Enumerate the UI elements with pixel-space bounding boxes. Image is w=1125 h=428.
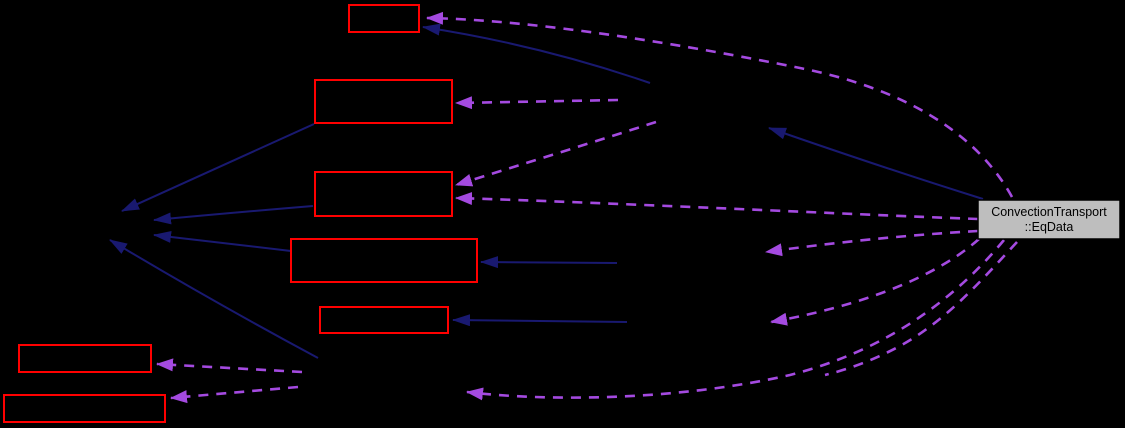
class-node-7[interactable] — [3, 394, 166, 423]
inherit-edge-8 — [768, 127, 984, 200]
edge-layer — [109, 11, 1018, 404]
usage-edge-8 — [824, 241, 1018, 377]
usage-edge-10 — [170, 385, 299, 404]
current-class-box[interactable] — [977, 199, 1121, 240]
inherit-edge-7 — [109, 239, 319, 359]
current-class-label-line2: ::EqData — [1025, 220, 1074, 234]
class-node-2[interactable] — [314, 79, 453, 124]
usage-edge-3 — [455, 120, 657, 187]
usage-edge-9 — [156, 358, 303, 374]
inherit-edge-5 — [153, 205, 314, 225]
usage-edge-6 — [770, 238, 980, 326]
class-node-4[interactable] — [290, 238, 478, 283]
class-node-5[interactable] — [319, 306, 449, 334]
class-node-1[interactable] — [348, 4, 420, 33]
usage-edge-2 — [455, 96, 619, 110]
usage-edge-4 — [455, 191, 979, 221]
usage-edge-1 — [426, 11, 1014, 198]
current-class-label-line1: ConvectionTransport — [991, 205, 1107, 219]
class-node-3[interactable] — [314, 171, 453, 217]
inherit-edge-6 — [153, 231, 292, 252]
current-class-node-eqdata[interactable]: ConvectionTransport ::EqData — [977, 199, 1121, 240]
inherit-edge-4 — [121, 123, 315, 212]
class-node-6[interactable] — [18, 344, 152, 373]
inherit-edge-3 — [452, 314, 628, 327]
inherit-edge-1 — [422, 23, 651, 84]
inherit-edge-2 — [480, 256, 618, 269]
usage-edge-5 — [765, 229, 979, 257]
usage-edge-7 — [466, 239, 1005, 401]
node-layer — [3, 4, 478, 423]
